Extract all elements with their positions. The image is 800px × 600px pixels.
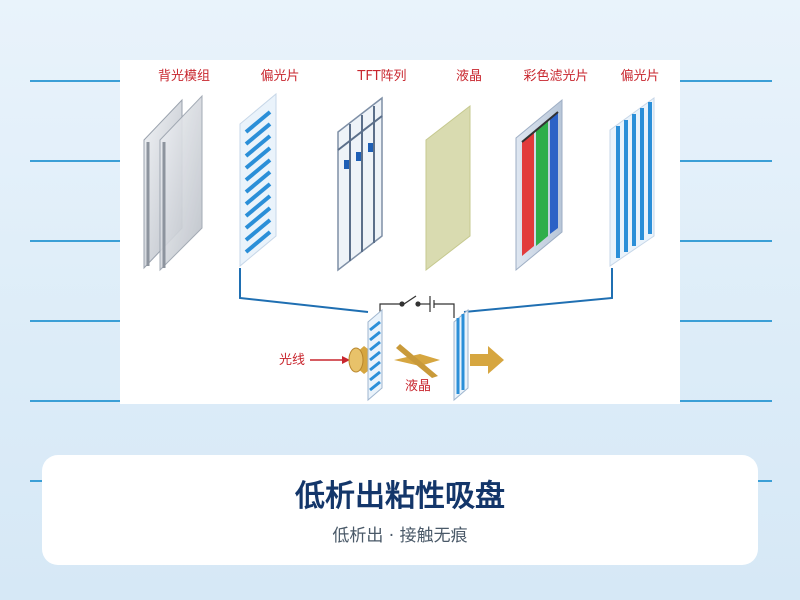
decor-line: [680, 320, 772, 322]
card-title: 低析出粘性吸盘: [295, 479, 505, 514]
light-beam-illustration: [310, 344, 504, 378]
decor-line: [680, 240, 772, 242]
decor-line: [680, 160, 772, 162]
label-polarizer-front: 偏光片: [260, 69, 299, 84]
decor-line: [680, 400, 772, 402]
decor-line: [30, 320, 120, 322]
polarizer-front: [239, 92, 277, 268]
circuit-switch-icon: [379, 295, 455, 318]
lc-polarizer-left: [367, 308, 383, 402]
card-subtitle: 低析出 · 接触无痕: [332, 526, 468, 546]
label-tft-array: TFT阵列: [356, 69, 406, 84]
tft-array-panel: [337, 96, 383, 272]
label-polarizer-back: 偏光片: [620, 69, 659, 84]
label-light: 光线: [279, 353, 305, 368]
decor-line: [30, 80, 120, 82]
lcd-structure-diagram: 背光模组 偏光片 TFT阵列 液晶 彩色滤光片 偏光片: [120, 60, 680, 404]
color-filter-panel: [515, 98, 563, 272]
lcd-diagram-svg: 背光模组 偏光片 TFT阵列 液晶 彩色滤光片 偏光片: [143, 68, 660, 402]
label-backlight: 背光模组: [158, 69, 210, 84]
label-liquid-crystal-bottom: 液晶: [405, 379, 431, 394]
decor-line: [30, 240, 120, 242]
lc-polarizer-right: [453, 308, 469, 402]
decor-line: [30, 160, 120, 162]
backlight-module: [143, 94, 203, 272]
label-liquid-crystal: 液晶: [456, 69, 482, 84]
liquid-crystal-panel: [425, 104, 471, 272]
connector-right: [463, 268, 613, 313]
info-card: 低析出粘性吸盘 低析出 · 接触无痕: [42, 455, 758, 565]
label-color-filter: 彩色滤光片: [523, 68, 588, 84]
connector-left: [239, 268, 369, 313]
decor-line: [680, 80, 772, 82]
decor-line: [30, 400, 120, 402]
polarizer-back: [609, 97, 655, 267]
